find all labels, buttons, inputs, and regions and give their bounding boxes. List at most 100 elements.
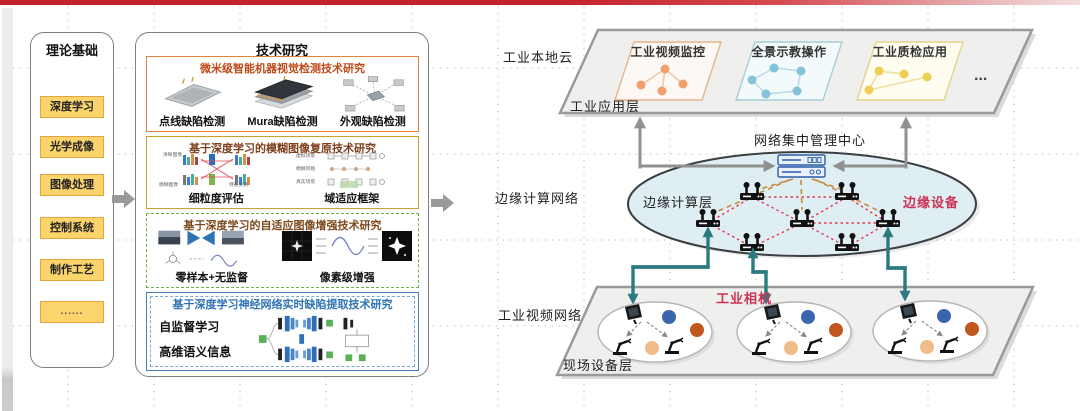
theory-panel: 理论基础 深度学习 光学成像 图像处理 控制系统 制作工艺 ......	[30, 32, 114, 368]
mini-label-blur-style: 模糊风格	[295, 165, 315, 171]
field-cells	[597, 300, 990, 365]
robot-arm-icon	[804, 337, 823, 354]
finegrained-eval-diagram	[183, 154, 251, 185]
research-box-defect-extraction: 基于深度学习神经网络实时缺陷提取技术研究 自监督学习 高维语义信息	[146, 292, 419, 371]
box3-title: 基于深度学习的自适应图像增强技术研究	[183, 220, 382, 232]
edge-layer-label: 边缘计算层	[643, 195, 713, 210]
theory-item-manufacturing: 制作工艺	[40, 259, 104, 281]
management-server-icon	[777, 154, 826, 178]
mgmt-connectors	[634, 116, 912, 172]
appearance-defect-image	[343, 76, 405, 112]
panel-defect-image	[164, 76, 222, 107]
app-card3-title: 工业质检应用	[872, 44, 947, 59]
dark-orange-dot	[965, 322, 979, 336]
box4-col-text: 自监督学习 高维语义信息	[159, 314, 231, 364]
domain-adapt-diagram	[327, 152, 385, 188]
box3-label-zeroshot: 零样本+无监督	[175, 272, 248, 284]
light-orange-dot	[784, 341, 798, 355]
box3-label-pixel-enhance: 像素级增强	[319, 272, 375, 284]
box4-label-semantic: 高维语义信息	[159, 345, 232, 359]
box2-col-finegrained: 清晰图像 模糊图像 特征交换	[157, 151, 275, 206]
box1-col-mura: Mura缺陷检测	[242, 76, 322, 129]
research-box-vision-inspection: 微米级智能机器视觉检测技术研究 点线缺陷检测	[146, 56, 419, 132]
edge-device-label: 边缘设备	[902, 195, 959, 210]
edge-router-icon	[835, 182, 859, 200]
industrial-camera-label: 工业相机	[716, 291, 772, 306]
theory-item-control-system: 控制系统	[40, 217, 104, 239]
app-card-video-monitoring: 工业视频监控	[614, 41, 722, 101]
box2-title: 基于深度学习的模糊图像复原技术研究	[189, 143, 376, 155]
box1-label-mura: Mura缺陷检测	[247, 116, 318, 128]
app-card-quality-inspection: 工业质检应用	[856, 41, 964, 101]
app-card1-title: 工业视频监控	[630, 44, 705, 59]
light-orange-dot	[920, 340, 934, 354]
robot-arm-icon	[665, 337, 684, 354]
zeroshot-diagram	[158, 230, 244, 267]
theory-item-more: ......	[40, 301, 104, 323]
theory-panel-title: 理论基础	[45, 43, 98, 58]
mini-label-real-scene: 真实场景	[295, 178, 315, 184]
field-cell	[597, 301, 715, 365]
robot-arm-icon	[752, 338, 771, 355]
apps-more-ellipsis: ...	[974, 67, 987, 84]
box1-label-appearance: 外观缺陷检测	[339, 116, 406, 128]
dark-orange-dot	[690, 323, 704, 337]
mini-label-feature-swap: 特征交换	[229, 181, 249, 187]
mura-defect-image	[254, 76, 315, 109]
camera-icon	[900, 303, 917, 324]
field-cell	[736, 301, 854, 365]
right-block-arrow-icon	[112, 190, 135, 208]
mgmt-center-label: 网络集中管理中心	[754, 133, 866, 148]
box4-label-selfsupervised: 自监督学习	[159, 320, 220, 334]
camera-icon	[625, 304, 642, 325]
box1-col-dotline: 点线缺陷检测	[152, 76, 232, 129]
light-orange-dot	[645, 341, 659, 355]
field-cell	[872, 300, 990, 364]
edge-router-icon	[740, 182, 764, 200]
edge-router-icon	[835, 233, 859, 251]
app-card2-title: 全景示教操作	[750, 44, 826, 59]
dark-orange-dot	[829, 323, 843, 337]
edge-router-icon	[876, 209, 900, 227]
flow-arrow-2	[431, 193, 455, 213]
mini-label-virtual-scene: 虚拟场景	[295, 152, 315, 158]
video-network-label: 工业视频网络	[498, 308, 582, 323]
right-block-arrow-icon	[431, 194, 454, 212]
edge-network-label: 边缘计算网络	[495, 191, 579, 206]
left-edge-strip	[2, 8, 13, 411]
field-layer-label: 现场设备层	[563, 358, 633, 373]
pixel-enhance-diagram	[282, 231, 413, 261]
flow-arrow-1	[112, 189, 136, 209]
box4-title: 基于深度学习神经网络实时缺陷提取技术研究	[172, 299, 393, 311]
box2-label-domain-adapt: 域适应框架	[324, 193, 380, 205]
mini-label-clear-image: 清晰图像	[163, 151, 183, 157]
box3-col-pixel-enhance: 像素级增强	[282, 228, 413, 285]
blue-dot	[801, 310, 815, 324]
box2-col-domain-adapt: 虚拟场景 模糊风格 真实场景	[296, 151, 408, 206]
theory-item-image-processing: 图像处理	[40, 174, 104, 196]
research-box-image-enhancement: 基于深度学习的自适应图像增强技术研究 零	[146, 213, 419, 288]
box2-label-finegrained: 细粒度评估	[188, 193, 244, 205]
mini-label-blur-image: 模糊图像	[159, 181, 179, 187]
box1-label-dotline: 点线缺陷检测	[159, 116, 226, 128]
camera-edge-links	[627, 226, 911, 305]
neural-network-diagram	[258, 315, 369, 363]
research-panel: 技术研究 微米级智能机器视觉检测技术研究 点线缺陷检测	[135, 32, 429, 377]
robot-arm-icon	[613, 338, 632, 355]
research-box-deblur-restoration: 基于深度学习的模糊图像复原技术研究 清晰图像 模糊图像 特征交换	[146, 136, 419, 209]
research-panel-title: 技术研究	[255, 43, 308, 58]
blue-dot	[937, 309, 951, 323]
box4-col-network	[256, 314, 406, 364]
app-layer-label: 工业应用层	[570, 99, 640, 114]
theory-item-optical-imaging: 光学成像	[40, 136, 104, 158]
blue-dot	[662, 310, 676, 324]
theory-item-deep-learning: 深度学习	[40, 96, 104, 118]
camera-icon	[764, 304, 781, 325]
box1-col-appearance: 外观缺陷检测	[333, 76, 413, 129]
top-red-bar	[0, 0, 1080, 5]
app-card-panorama-teaching: 全景示教操作	[735, 41, 843, 101]
robot-arm-icon	[888, 337, 907, 354]
box1-title: 微米级智能机器视觉检测技术研究	[200, 63, 365, 75]
